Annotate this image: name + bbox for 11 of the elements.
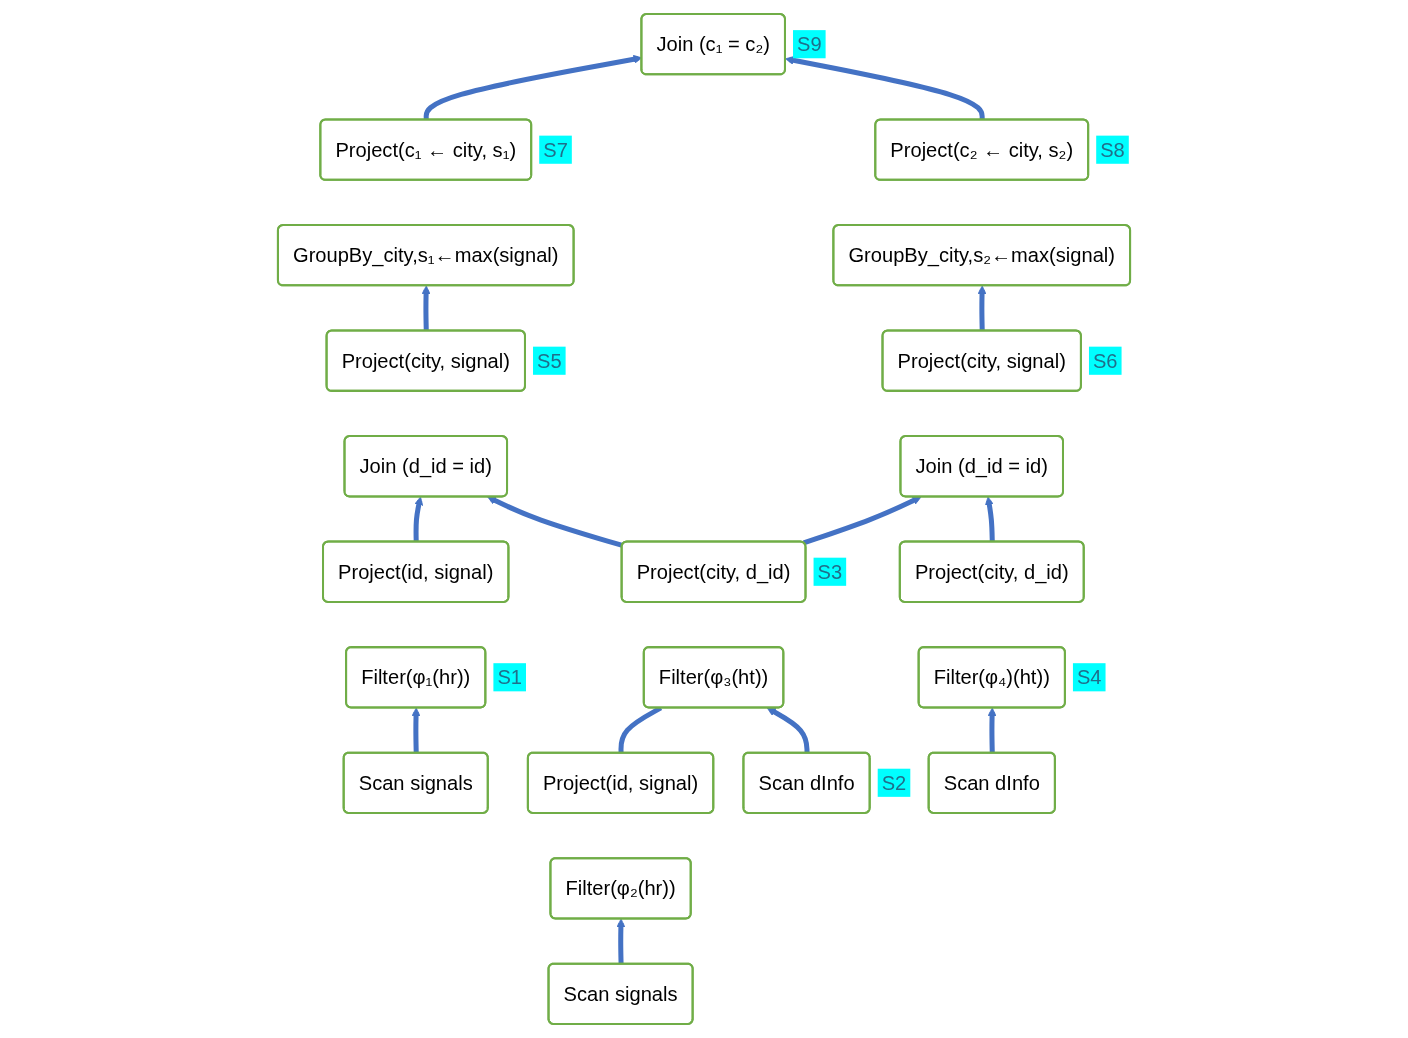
stage-label: S7 <box>539 135 572 164</box>
arrow <box>487 496 624 548</box>
stage-label: S5 <box>533 346 566 375</box>
stage-label: S1 <box>493 663 526 692</box>
stage-label: S9 <box>793 30 826 59</box>
stage-label: S2 <box>877 768 911 797</box>
stage-label: S6 <box>1088 346 1122 375</box>
arrow <box>802 496 922 546</box>
stage-label: S3 <box>813 557 847 586</box>
stage-label: S4 <box>1072 663 1106 692</box>
stage-label: S8 <box>1096 135 1129 164</box>
